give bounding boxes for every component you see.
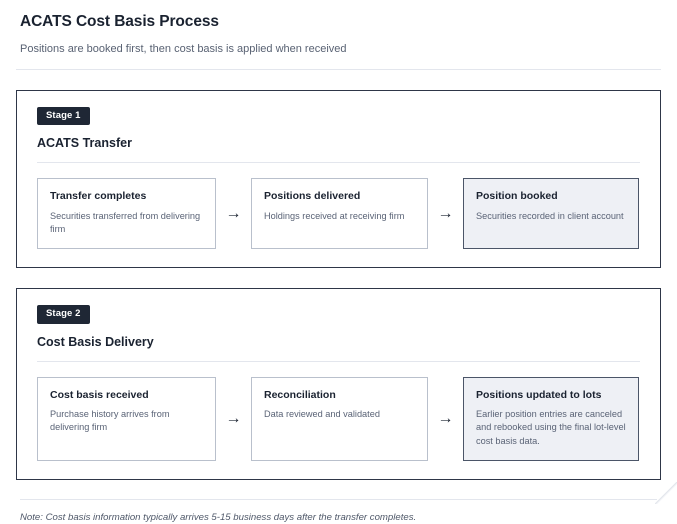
step-card-reconciliation: Reconciliation Data reviewed and validat…: [251, 376, 428, 461]
step-description: Holdings received at receiving firm: [264, 210, 405, 221]
step-row-1: Transfer completes Securities transferre…: [37, 178, 640, 250]
step-row-2: Cost basis received Purchase history arr…: [37, 376, 640, 461]
page-title: ACATS Cost Basis Process: [20, 13, 219, 30]
step-title: Transfer completes: [50, 190, 147, 203]
stage-badge-1: Stage 1: [37, 106, 90, 126]
step-title: Position booked: [476, 190, 558, 203]
arrow-right-icon: →: [225, 204, 242, 222]
stage-section-1: Stage 1 ACATS Transfer Transfer complete…: [16, 89, 661, 269]
step-title: Cost basis received: [50, 388, 149, 401]
page-header: ACATS Cost Basis Process Positions are b…: [16, 0, 661, 56]
step-description: Securities recorded in client account: [476, 210, 624, 221]
page-subtitle: Positions are booked first, then cost ba…: [20, 42, 347, 55]
step-card-positions-delivered: Positions delivered Holdings received at…: [251, 178, 428, 250]
step-description: Earlier position entries are canceled an…: [476, 408, 626, 446]
arrow-right-icon: →: [437, 204, 454, 222]
step-card-positions-updated-to-lots: Positions updated to lots Earlier positi…: [463, 376, 639, 461]
stage-badge-2: Stage 2: [37, 305, 90, 324]
header-divider: [16, 68, 661, 70]
step-title: Reconciliation: [264, 388, 336, 401]
step-description: Purchase history arrives from delivering…: [50, 408, 170, 433]
step-description: Securities transferred from delivering f…: [50, 210, 201, 234]
step-card-transfer-completes: Transfer completes Securities transferre…: [37, 178, 216, 250]
step-card-position-booked: Position booked Securities recorded in c…: [463, 178, 639, 250]
stage-section-2: Stage 2 Cost Basis Delivery Cost basis r…: [16, 288, 661, 480]
step-title: Positions delivered: [264, 190, 361, 203]
stage-title-1: ACATS Transfer: [37, 136, 132, 151]
footer-divider: [20, 498, 657, 500]
arrow-right-icon: →: [437, 409, 454, 427]
step-card-cost-basis-received: Cost basis received Purchase history arr…: [37, 376, 216, 461]
stage-title-2: Cost Basis Delivery: [37, 334, 154, 349]
footer-note: Note: Cost basis information typically a…: [20, 511, 417, 523]
step-description: Data reviewed and validated: [264, 408, 380, 419]
stage-divider-2: [37, 360, 640, 362]
stage-divider-1: [37, 162, 640, 164]
step-title: Positions updated to lots: [476, 388, 602, 401]
process-diagram-page: ACATS Cost Basis Process Positions are b…: [16, 0, 677, 523]
resize-handle-artifact: [655, 482, 677, 504]
arrow-right-icon: →: [225, 409, 242, 427]
